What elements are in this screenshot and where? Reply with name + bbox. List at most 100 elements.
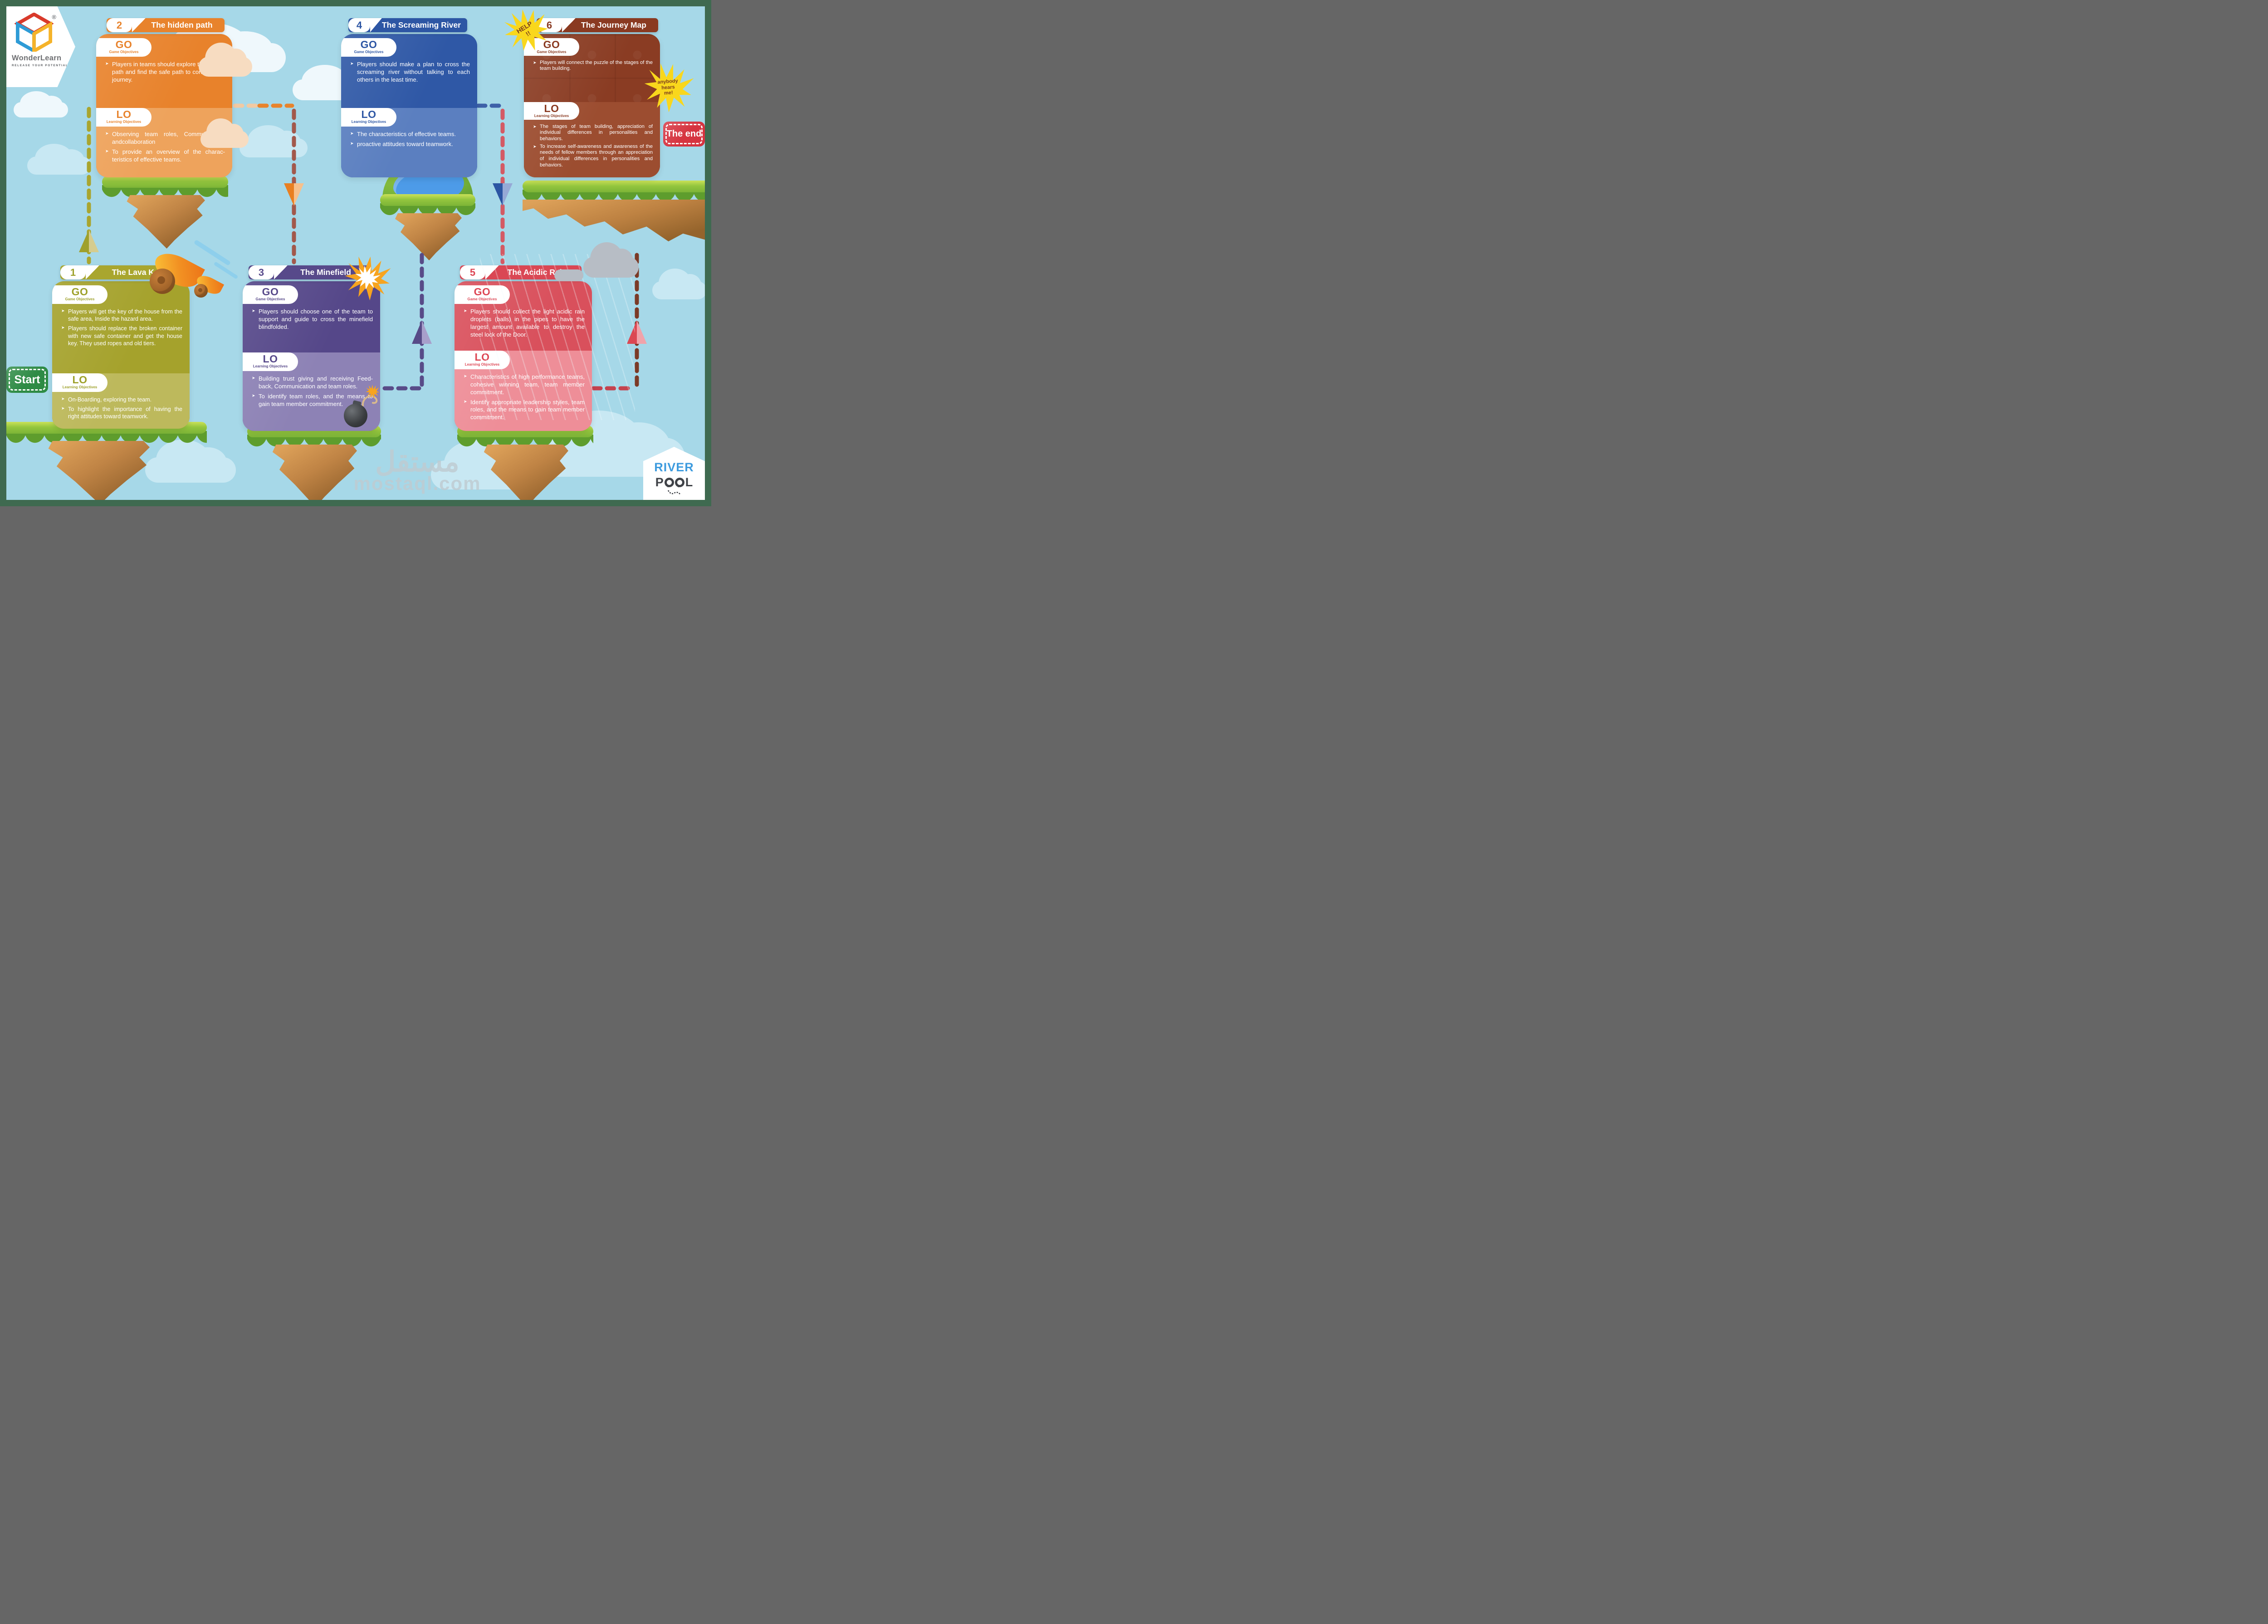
objective-item: Observing team roles, Communication andc… bbox=[105, 131, 225, 146]
handcuff-o-icon bbox=[664, 478, 674, 487]
stage-number: 3 bbox=[249, 265, 274, 279]
objective-item: To increase self-awareness and awareness… bbox=[533, 144, 653, 169]
objective-item: The stages of team building, apprecia­ti… bbox=[533, 124, 653, 142]
arrow-up-5-6 bbox=[627, 320, 647, 344]
riverpool-river: RIVER bbox=[654, 460, 694, 474]
meteor-icon bbox=[150, 269, 175, 294]
stage-title: The Journey Map bbox=[581, 20, 646, 29]
cloud bbox=[14, 91, 68, 117]
objective-item: proactive attitudes toward teamwork. bbox=[350, 141, 470, 148]
stage-title: The hidden path bbox=[151, 20, 213, 29]
objective-item: Players in teams should explore the hidd… bbox=[105, 61, 225, 84]
stage-number: 4 bbox=[348, 18, 371, 32]
handcuff-chain-icon bbox=[667, 490, 680, 494]
stage-number: 2 bbox=[107, 18, 132, 32]
lo-list: The characteristics of effective teams. … bbox=[350, 131, 470, 148]
objective-item: On-Boarding, exploring the team. bbox=[61, 396, 182, 403]
cloud bbox=[240, 125, 308, 157]
stage-title: The Screaming River bbox=[381, 20, 461, 29]
arrow-up-3-4 bbox=[412, 320, 432, 344]
go-list: Players will get the key of the house fr… bbox=[61, 308, 182, 347]
registered-mark: ® bbox=[52, 14, 56, 20]
objective-item: The characteristics of effective teams. bbox=[350, 131, 470, 138]
end-badge: The end bbox=[663, 122, 705, 147]
objective-item: Players should make a plan to cross the … bbox=[350, 61, 470, 84]
objective-item: Players will get the key of the house fr… bbox=[61, 308, 182, 323]
header-wedge bbox=[274, 265, 288, 279]
cloud bbox=[199, 43, 252, 77]
objective-item: Players will connect the puzzle of the s… bbox=[533, 60, 653, 72]
rain-cloud-icon bbox=[583, 242, 639, 278]
objective-item: Players should collect the light acidic … bbox=[464, 308, 585, 339]
objective-item: Players should replace the broken contai… bbox=[61, 325, 182, 347]
stage-title: The Lava Key bbox=[112, 268, 163, 277]
logo-tagline: RELEASE YOUR POTENTIAL bbox=[12, 64, 68, 67]
cliff-island-6 bbox=[523, 181, 705, 243]
cube-icon bbox=[14, 12, 54, 54]
header-wedge bbox=[485, 265, 499, 279]
logo-name: WonderLearn bbox=[12, 54, 62, 62]
go-list: Players will connect the puzzle of the s… bbox=[533, 60, 653, 72]
stage-number: 5 bbox=[460, 265, 485, 279]
arrow-down-4-5 bbox=[493, 183, 513, 206]
objective-item: Identify appropriate leadership styles, … bbox=[464, 399, 585, 422]
stage-number: 1 bbox=[60, 265, 86, 279]
journey-map-poster: 1 The Lava Key 2 The hidden path 3 The M… bbox=[0, 0, 711, 506]
go-list: Players should make a plan to cross the … bbox=[350, 61, 470, 84]
cloud bbox=[200, 118, 249, 148]
start-badge: Start bbox=[6, 367, 48, 393]
objective-item: Building trust giving and receiving Feed… bbox=[252, 375, 373, 391]
bomb-icon bbox=[344, 404, 367, 427]
objective-item: To highlight the importance of having th… bbox=[61, 406, 182, 421]
cloud bbox=[652, 269, 707, 299]
stage-header-4: 4 The Screaming River bbox=[348, 18, 467, 32]
stage-title: The Minefield bbox=[300, 268, 351, 277]
header-wedge bbox=[370, 18, 382, 32]
meteor-icon bbox=[194, 284, 208, 298]
header-wedge bbox=[132, 18, 146, 32]
wonderlearn-logo: ® WonderLearn RELEASE YOUR POTENTIAL bbox=[6, 6, 75, 87]
cloud bbox=[27, 144, 91, 175]
objective-item: To provide an overview of the charac­ter… bbox=[105, 148, 225, 164]
lo-list: On-Boarding, exploring the team. To high… bbox=[61, 396, 182, 421]
header-wedge bbox=[562, 18, 576, 32]
platform-island-1 bbox=[6, 422, 207, 504]
lo-list: Characteristics of high performance team… bbox=[464, 373, 585, 421]
bomb-fuse-icon bbox=[362, 395, 378, 406]
go-list: Players should collect the light acidic … bbox=[464, 308, 585, 339]
stage-header-6: 6 The Journey Map bbox=[537, 18, 658, 32]
go-list: Players in teams should explore the hidd… bbox=[105, 61, 225, 84]
watermark: مستقل mostaql.com bbox=[353, 446, 481, 494]
objective-item: Players should choose one of the team to… bbox=[252, 308, 373, 331]
floating-island-2 bbox=[102, 176, 228, 249]
lo-list: Building trust giving and receiving Feed… bbox=[252, 375, 373, 408]
lo-list: Observing team roles, Communication andc… bbox=[105, 131, 225, 164]
riverpool-pool: P L bbox=[655, 475, 693, 489]
objective-item: Characteristics of high performance team… bbox=[464, 373, 585, 396]
rain-cloud-icon bbox=[554, 269, 583, 281]
stage-header-2: 2 The hidden path bbox=[107, 18, 225, 32]
lo-list: The stages of team building, apprecia­ti… bbox=[533, 124, 653, 168]
arrow-up-1-2 bbox=[79, 230, 99, 252]
handcuff-o-icon bbox=[675, 478, 684, 487]
go-list: Players should choose one of the team to… bbox=[252, 308, 373, 331]
stage-title: The Acidic Rain bbox=[507, 268, 567, 277]
header-wedge bbox=[86, 265, 99, 279]
objective-item: To identify team roles, and the means to… bbox=[252, 393, 373, 408]
